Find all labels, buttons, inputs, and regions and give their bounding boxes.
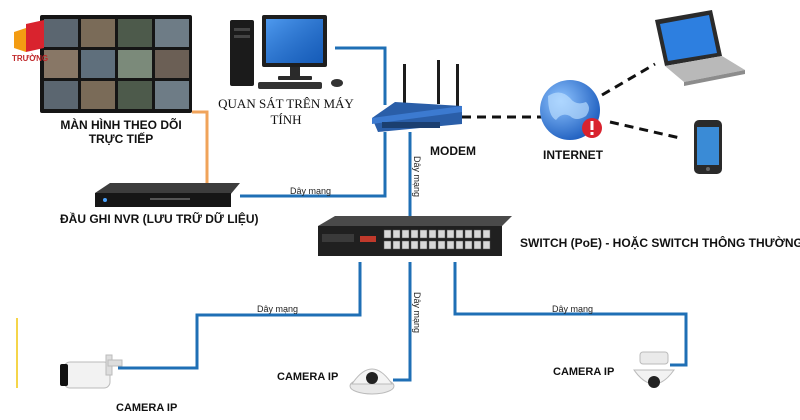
monitor-tile xyxy=(155,19,189,47)
monitor-tile xyxy=(155,81,189,109)
cable-switch-camera-right xyxy=(453,262,688,367)
switch-port xyxy=(437,229,446,239)
switch-port xyxy=(392,240,401,250)
switch-label: SWITCH (PoE) - HOẶC SWITCH THÔNG THƯỜNG xyxy=(520,236,800,250)
cable-nvr-modem xyxy=(240,132,387,198)
cable-label-left: Dây mạng xyxy=(257,304,298,314)
switch-port xyxy=(428,240,437,250)
monitor-tile xyxy=(118,81,152,109)
brand-logo: TRƯỜNG xyxy=(8,18,78,68)
ptz-camera-icon xyxy=(633,351,675,388)
monitor-tile xyxy=(44,50,78,78)
poe-switch-icon xyxy=(318,216,512,256)
monitor-label-line-1: MÀN HÌNH THEO DÕI xyxy=(60,118,182,132)
switch-port xyxy=(383,229,392,239)
monitor-tile xyxy=(81,50,115,78)
switch-port xyxy=(410,240,419,250)
camera-left-label: CAMERA IP xyxy=(116,402,178,414)
brand-logo-mark xyxy=(14,20,44,52)
switch-port xyxy=(392,229,401,239)
pc-label-line-1: QUAN SÁT TRÊN MÁY xyxy=(218,96,354,111)
monitor-tile xyxy=(155,50,189,78)
laptop-icon xyxy=(655,10,745,86)
monitor-label: MÀN HÌNH THEO DÕI TRỰC TIẾP xyxy=(48,118,194,146)
switch-port xyxy=(464,240,473,250)
cable-label-right: Dây mạng xyxy=(552,304,593,314)
desktop-pc-icon xyxy=(230,15,343,89)
brand-logo-text: TRƯỜNG xyxy=(12,54,49,63)
switch-port xyxy=(482,240,491,250)
camera-mid-label: CAMERA IP xyxy=(277,371,339,383)
cable-pc-modem xyxy=(335,46,387,105)
monitor-tile xyxy=(118,50,152,78)
cable-switch-camera-left xyxy=(118,262,362,370)
smartphone-icon xyxy=(694,120,722,174)
globe-icon xyxy=(540,80,602,140)
switch-port xyxy=(383,240,392,250)
switch-port xyxy=(473,229,482,239)
switch-port xyxy=(428,229,437,239)
cable-label-switch-camera: Dây mạng xyxy=(412,292,422,333)
switch-port xyxy=(446,229,455,239)
dome-camera-icon xyxy=(349,368,395,395)
cable-label-nvr: Dây mạng xyxy=(290,186,331,196)
cables xyxy=(118,46,688,382)
monitor-tile xyxy=(118,19,152,47)
monitor-tile xyxy=(81,81,115,109)
decorative-bar xyxy=(16,318,18,388)
monitor-tile xyxy=(81,19,115,47)
switch-port xyxy=(455,229,464,239)
cable-monitor-nvr xyxy=(192,110,209,185)
nvr-recorder-icon xyxy=(95,183,240,207)
monitor-wall-icon xyxy=(40,15,192,113)
monitor-label-line-2: TRỰC TIẾP xyxy=(88,132,154,146)
monitor-tile xyxy=(44,81,78,109)
monitor-tile xyxy=(44,19,78,47)
pc-label-line-2: TÍNH xyxy=(270,112,302,127)
switch-port xyxy=(401,229,410,239)
link-internet-laptop xyxy=(601,62,656,97)
switch-port xyxy=(419,240,428,250)
switch-port xyxy=(464,229,473,239)
cable-switch-camera-mid xyxy=(393,262,412,382)
switch-port xyxy=(446,240,455,250)
router-icon xyxy=(372,60,462,132)
switch-port xyxy=(455,240,464,250)
switch-port xyxy=(437,240,446,250)
modem-label: MODEM xyxy=(430,144,476,158)
switch-port xyxy=(401,240,410,250)
switch-port xyxy=(482,229,491,239)
switch-port xyxy=(410,229,419,239)
cable-label-modem-switch: Dây mạng xyxy=(412,156,422,197)
nvr-label: ĐẦU GHI NVR (LƯU TRỮ DỮ LIỆU) xyxy=(60,212,259,226)
bullet-camera-icon xyxy=(60,354,123,389)
link-internet-phone xyxy=(609,120,681,140)
camera-right-label: CAMERA IP xyxy=(553,366,615,378)
switch-port xyxy=(473,240,482,250)
pc-label: QUAN SÁT TRÊN MÁY TÍNH xyxy=(218,96,354,128)
internet-label: INTERNET xyxy=(543,148,603,162)
switch-port xyxy=(419,229,428,239)
